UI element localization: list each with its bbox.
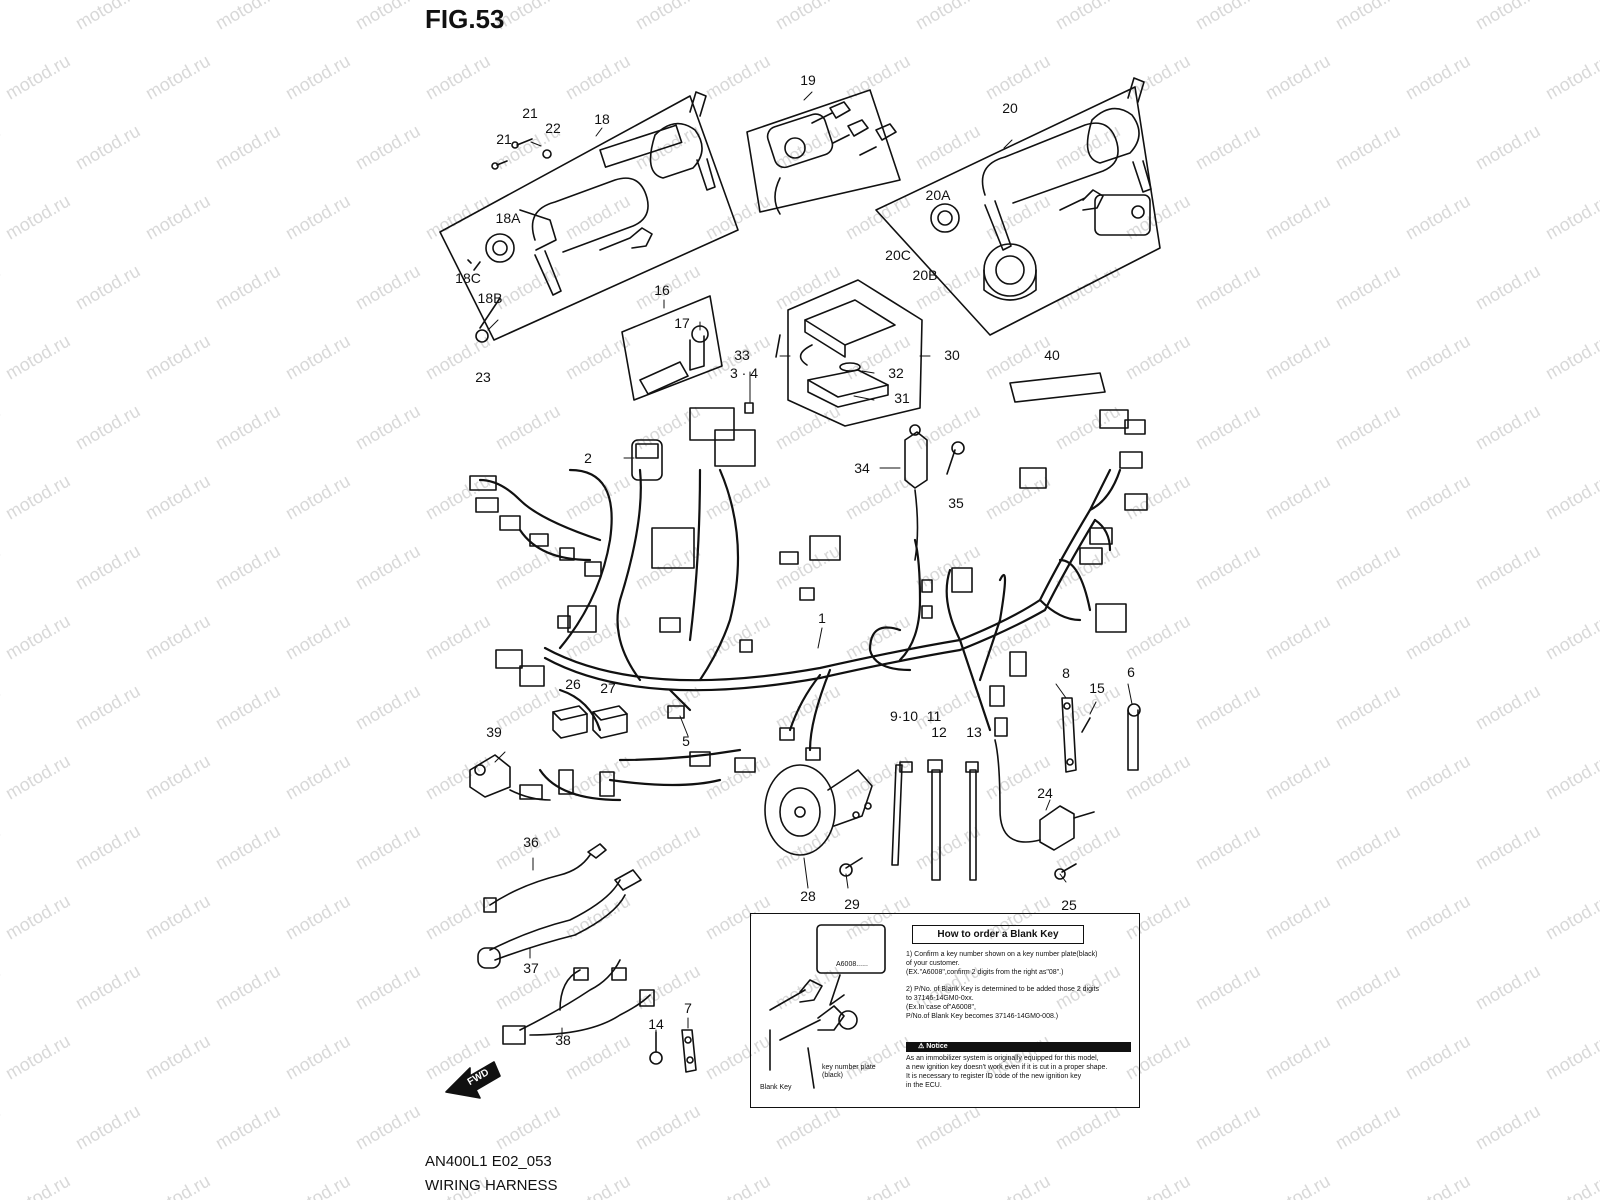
figure-title: FIG.53 bbox=[425, 4, 505, 34]
callout-c5: 5 bbox=[682, 733, 690, 749]
callout-c7: 7 bbox=[684, 1000, 692, 1016]
callout-c11: 11 bbox=[926, 708, 942, 724]
callout-c31: 31 bbox=[894, 390, 910, 406]
leader-lines bbox=[487, 91, 1133, 1041]
callout-c19: 19 bbox=[800, 72, 816, 88]
label-strip-40 bbox=[1009, 372, 1106, 403]
callout-c34a: 3 · 4 bbox=[729, 365, 759, 381]
callout-c40: 40 bbox=[1044, 347, 1060, 363]
fuse-box-30 bbox=[775, 279, 923, 427]
switch-34 bbox=[904, 424, 965, 561]
callout-c13: 13 bbox=[966, 724, 982, 740]
callout-c17: 17 bbox=[674, 315, 690, 331]
key-plate-label: key number plate (black) bbox=[822, 1064, 876, 1079]
callout-c6: 6 bbox=[1127, 664, 1135, 680]
callout-c24: 24 bbox=[1037, 785, 1053, 801]
callout-c38: 38 bbox=[555, 1032, 571, 1048]
callout-c28: 28 bbox=[800, 888, 816, 904]
blank-key-illustration bbox=[769, 924, 886, 1089]
ignition-switch-set-18-box bbox=[439, 91, 739, 341]
callout-c18c: 18C bbox=[455, 270, 481, 286]
callout-c30: 30 bbox=[944, 347, 960, 363]
blank-key-step-2: 2) P/No. of Blank Key is determined to b… bbox=[906, 986, 1100, 1020]
callout-c21a: 21 bbox=[522, 105, 538, 121]
blank-key-note-box bbox=[750, 913, 1140, 1108]
sub-harness-36 bbox=[483, 843, 607, 913]
sensor-39 bbox=[469, 754, 551, 801]
sensor-24 bbox=[994, 717, 1095, 880]
callout-c8: 8 bbox=[1062, 665, 1070, 681]
sub-harness-38 bbox=[502, 959, 655, 1045]
callout-c1: 1 bbox=[818, 610, 826, 626]
ignition-switch-set-20-box bbox=[875, 77, 1161, 336]
main-wiring-harness-1 bbox=[478, 468, 1122, 802]
blank-key-steps: 1) Confirm a key number shown on a key n… bbox=[906, 950, 1131, 1029]
callout-c20b: 20B bbox=[912, 267, 938, 283]
notice-title: Notice bbox=[926, 1043, 948, 1050]
callout-c25: 25 bbox=[1061, 897, 1077, 913]
callout-c32: 32 bbox=[888, 365, 904, 381]
clamp-6 bbox=[1127, 703, 1141, 771]
callout-c23: 23 bbox=[475, 369, 491, 385]
callout-c16: 16 bbox=[654, 282, 670, 298]
notice-header: ⚠ Notice bbox=[906, 1042, 1131, 1052]
socket-16-box bbox=[621, 295, 723, 401]
callout-c36: 36 bbox=[523, 834, 539, 850]
callout-c21b: 21 bbox=[496, 131, 512, 147]
relay-26 bbox=[552, 705, 588, 739]
callout-c35: 35 bbox=[948, 495, 964, 511]
figure-name: WIRING HARNESS bbox=[425, 1177, 558, 1194]
callout-c14: 14 bbox=[648, 1016, 664, 1032]
callout-c15: 15 bbox=[1089, 680, 1105, 696]
nut-23 bbox=[475, 329, 489, 343]
blank-key-label: Blank Key bbox=[760, 1084, 792, 1091]
relay-27 bbox=[592, 705, 628, 739]
key-set-19-box bbox=[746, 89, 901, 215]
callout-c39: 39 bbox=[486, 724, 502, 740]
sub-harness-37 bbox=[477, 869, 642, 969]
callout-c27: 27 bbox=[600, 680, 616, 696]
harness-connectors bbox=[469, 402, 1148, 797]
callout-c12: 12 bbox=[931, 724, 947, 740]
callout-c20a: 20A bbox=[925, 187, 951, 203]
callout-c33: 33 bbox=[734, 347, 750, 363]
plate-7 bbox=[681, 1029, 697, 1073]
callout-c29: 29 bbox=[844, 896, 860, 912]
forward-arrow-icon bbox=[445, 1061, 501, 1099]
blank-key-note-title: How to order a Blank Key bbox=[912, 925, 1084, 944]
warning-icon: ⚠ bbox=[918, 1043, 927, 1050]
key-plate-number: A6008...... bbox=[836, 961, 868, 968]
callout-c26: 26 bbox=[565, 676, 581, 692]
callout-c20: 20 bbox=[1002, 100, 1018, 116]
callout-c2: 2 bbox=[584, 450, 592, 466]
callout-c18b: 18B bbox=[477, 290, 503, 306]
callout-c34: 34 bbox=[854, 460, 870, 476]
callout-c18: 18 bbox=[594, 111, 610, 127]
horn-28 bbox=[764, 764, 873, 877]
blank-key-step-1: 1) Confirm a key number shown on a key n… bbox=[906, 951, 1098, 976]
bracket-8 bbox=[1061, 697, 1077, 773]
callout-c22: 22 bbox=[545, 120, 561, 136]
screw-21 bbox=[491, 138, 552, 170]
screw-15 bbox=[1081, 717, 1091, 733]
figure-code: AN400L1 E02_053 bbox=[425, 1153, 552, 1170]
cable-ties bbox=[891, 759, 979, 881]
callout-c18a: 18A bbox=[495, 210, 521, 226]
callout-c910: 9·10 bbox=[889, 708, 919, 724]
callout-c37: 37 bbox=[523, 960, 539, 976]
callout-c20c: 20C bbox=[885, 247, 911, 263]
notice-text: As an immobilizer system is originally e… bbox=[906, 1055, 1108, 1089]
